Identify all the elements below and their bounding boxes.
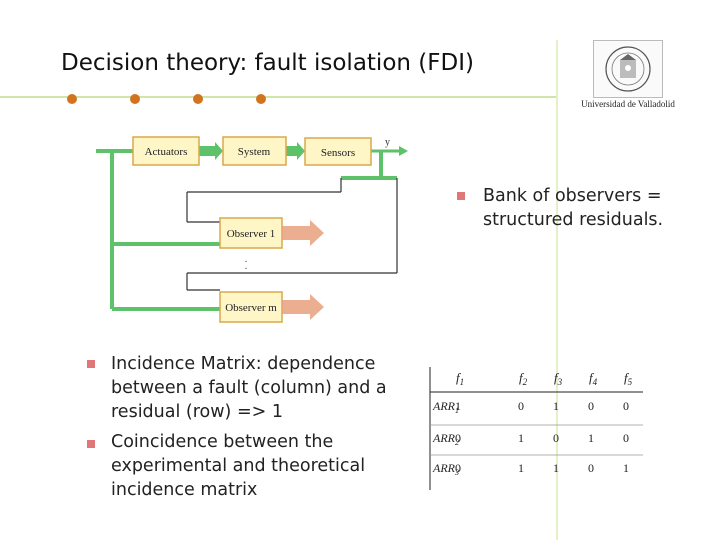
observer-m-block — [219, 291, 283, 323]
sensors-block — [304, 137, 372, 166]
bullet-square-icon — [457, 192, 465, 200]
system-label: System — [238, 146, 271, 158]
matrix-column-header: f1 — [456, 370, 464, 387]
system-to-sensors-arrow — [286, 142, 305, 160]
observer-1-block — [219, 217, 283, 249]
matrix-cell: 0 — [455, 431, 461, 445]
matrix-cell: 0 — [553, 431, 559, 445]
ellipsis-dot: . — [245, 254, 248, 265]
university-logo — [593, 40, 663, 98]
residual-1-arrow — [282, 220, 324, 246]
ellipsis-dot: . — [245, 261, 248, 272]
matrix-column-header: f3 — [554, 370, 563, 387]
decorative-dot — [256, 94, 266, 104]
matrix-row-label: ARR1 — [432, 399, 459, 415]
matrix-cell: 0 — [518, 399, 524, 413]
matrix-cell: 1 — [518, 461, 524, 475]
decorative-dot — [130, 94, 140, 104]
actuators-label: Actuators — [145, 146, 188, 158]
decorative-dot — [193, 94, 203, 104]
bullet-square-icon — [87, 360, 95, 368]
bullet-incidence-matrix: Incidence Matrix: dependence between a f… — [111, 354, 387, 422]
matrix-cell: 0 — [623, 399, 629, 413]
matrix-cell: 1 — [623, 461, 629, 475]
vertical-accent-line — [556, 40, 558, 540]
observer-1-label: Observer 1 — [227, 228, 276, 240]
system-block — [222, 136, 287, 166]
matrix-cell: 0 — [455, 461, 461, 475]
decorative-dot — [67, 94, 77, 104]
matrix-cell: 0 — [588, 461, 594, 475]
bullet-square-icon — [87, 440, 95, 448]
slide-title: Decision theory: fault isolation (FDI) — [61, 50, 474, 76]
bullet-bank-of-observers: Bank of observers = structured residuals… — [483, 186, 664, 230]
logo-caption: Universidad de Valladolid — [581, 99, 675, 109]
sensors-label: Sensors — [321, 147, 355, 159]
matrix-cell: 1 — [455, 399, 461, 413]
university-seal-icon — [605, 46, 651, 92]
matrix-column-header: f2 — [519, 370, 528, 387]
matrix-column-header: f5 — [624, 370, 633, 387]
title-underline — [0, 96, 556, 98]
output-label: y — [385, 137, 390, 148]
residual-m-arrow — [282, 294, 324, 320]
matrix-row-label: ARR3 — [432, 461, 459, 477]
output-arrow — [399, 146, 408, 156]
matrix-cell: 0 — [588, 399, 594, 413]
matrix-cell: 1 — [518, 431, 524, 445]
matrix-column-header: f4 — [589, 370, 598, 387]
bullet-coincidence: Coincidence between the experimental and… — [111, 432, 366, 500]
matrix-cell: 1 — [588, 431, 594, 445]
actuators-block — [132, 136, 200, 166]
observer-m-label: Observer m — [225, 302, 277, 314]
actuators-to-system-arrow — [199, 142, 223, 160]
matrix-row-label: ARR2 — [432, 431, 459, 447]
matrix-cell: 0 — [623, 431, 629, 445]
matrix-cell: 1 — [553, 399, 559, 413]
matrix-cell: 1 — [553, 461, 559, 475]
